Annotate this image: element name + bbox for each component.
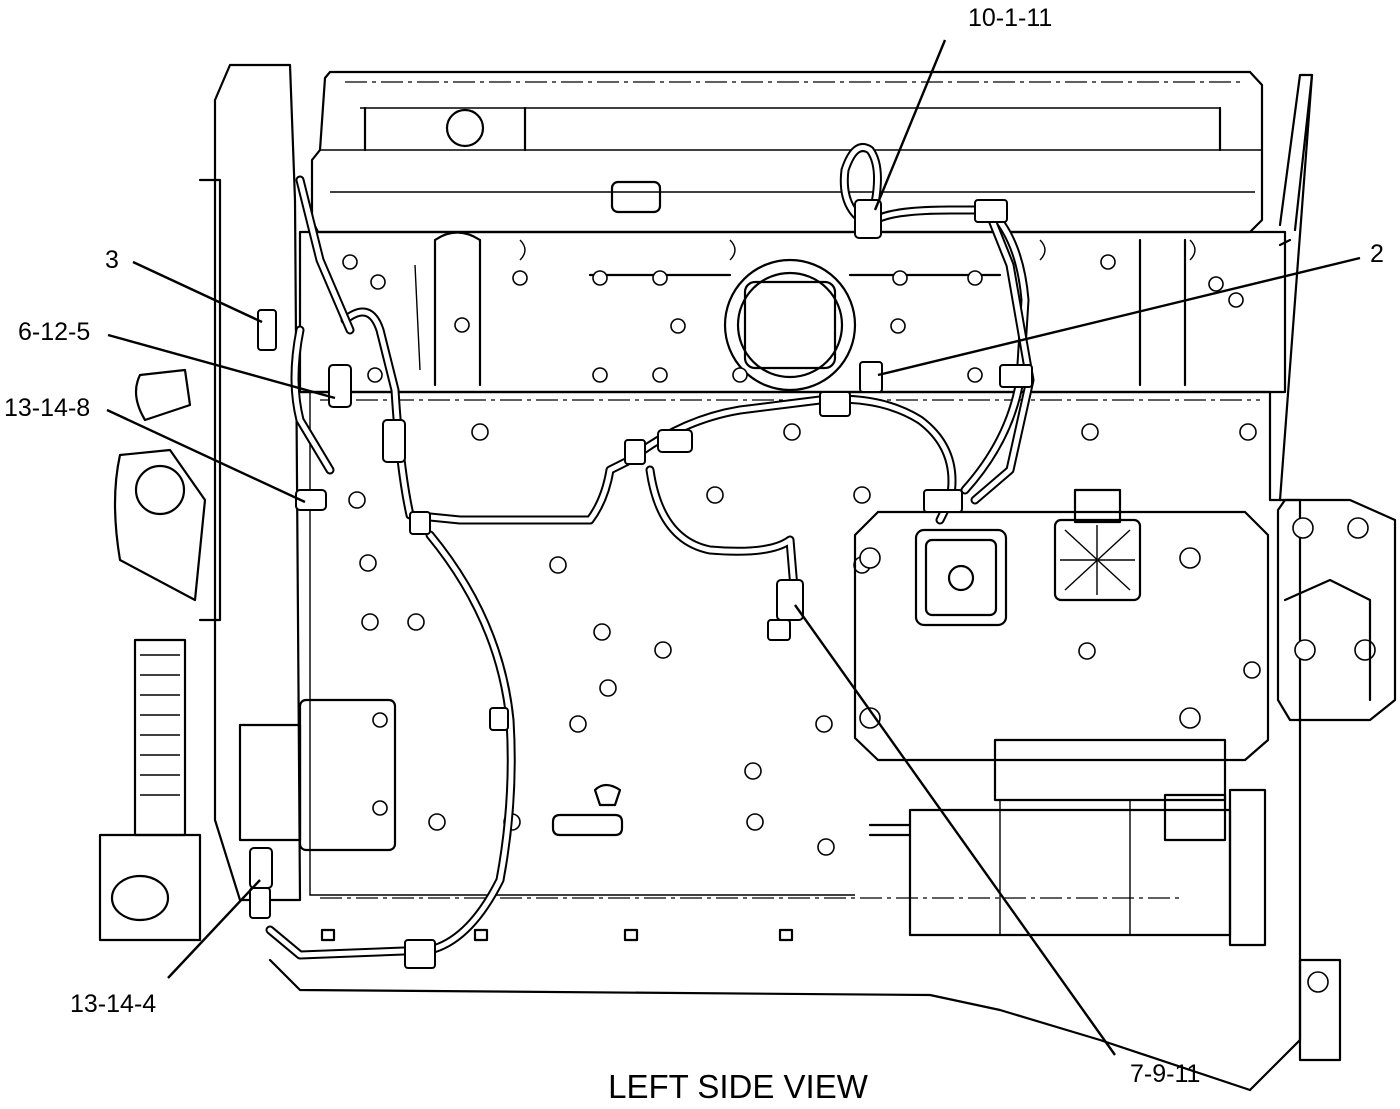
oil-pan-bolts (320, 928, 794, 942)
head-bolts (342, 254, 1244, 383)
callout-10-1-11: 10-1-11 (968, 4, 1052, 32)
wiring-harness (249, 143, 1035, 969)
starter-motor (868, 738, 1267, 947)
callout-6-12-5: 6-12-5 (18, 318, 90, 346)
callout-7-9-11: 7-9-11 (1130, 1060, 1200, 1088)
view-title: LEFT SIDE VIEW (608, 1068, 869, 1105)
callout-leaders (106, 39, 1361, 1056)
callout-labels: 10-1-11 2 3 6-12-5 13-14-8 13-14-4 7-9-1… (4, 4, 1384, 1088)
rear-engine-mount (1276, 498, 1397, 1062)
ecm-module (853, 488, 1270, 762)
block-bosses (348, 423, 1261, 856)
valve-cover (310, 70, 1314, 502)
callout-13-14-8: 13-14-8 (4, 394, 90, 422)
callout-3: 3 (105, 246, 119, 274)
callout-13-14-4: 13-14-4 (70, 990, 156, 1018)
callout-2: 2 (1370, 240, 1384, 268)
